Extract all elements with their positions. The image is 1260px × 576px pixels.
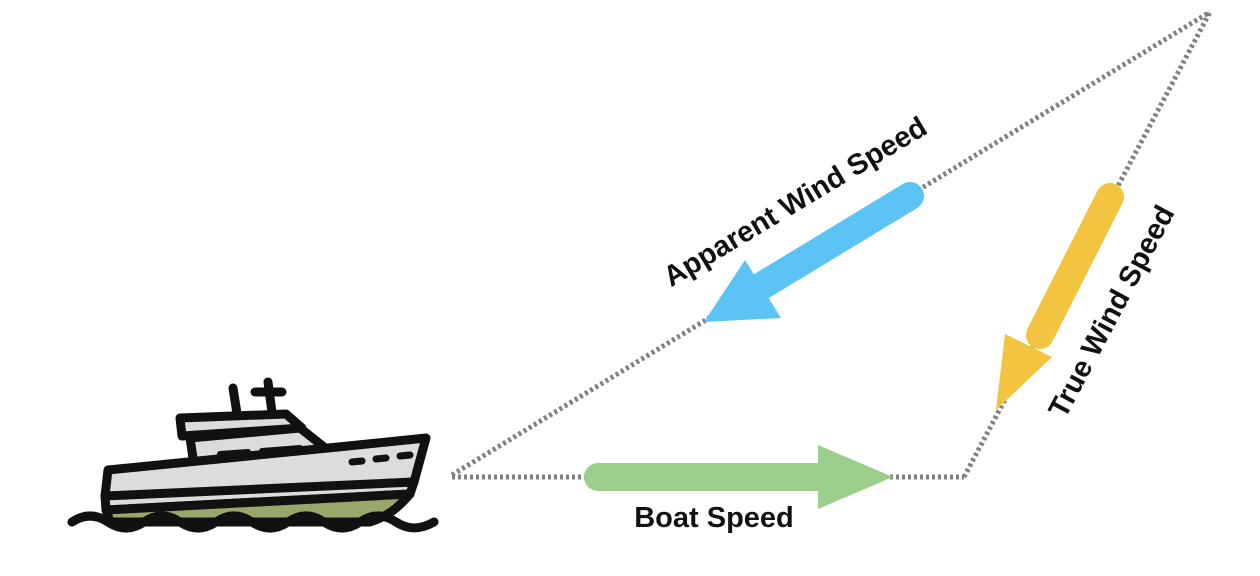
dotted-line-true-wind bbox=[961, 10, 1213, 479]
true-wind-arrow bbox=[996, 183, 1124, 410]
boat-speed-arrow bbox=[584, 445, 893, 509]
boat-speed-label: Boat Speed bbox=[634, 502, 794, 534]
motor-boat-icon bbox=[67, 377, 439, 533]
apparent-wind-arrow bbox=[704, 182, 924, 322]
